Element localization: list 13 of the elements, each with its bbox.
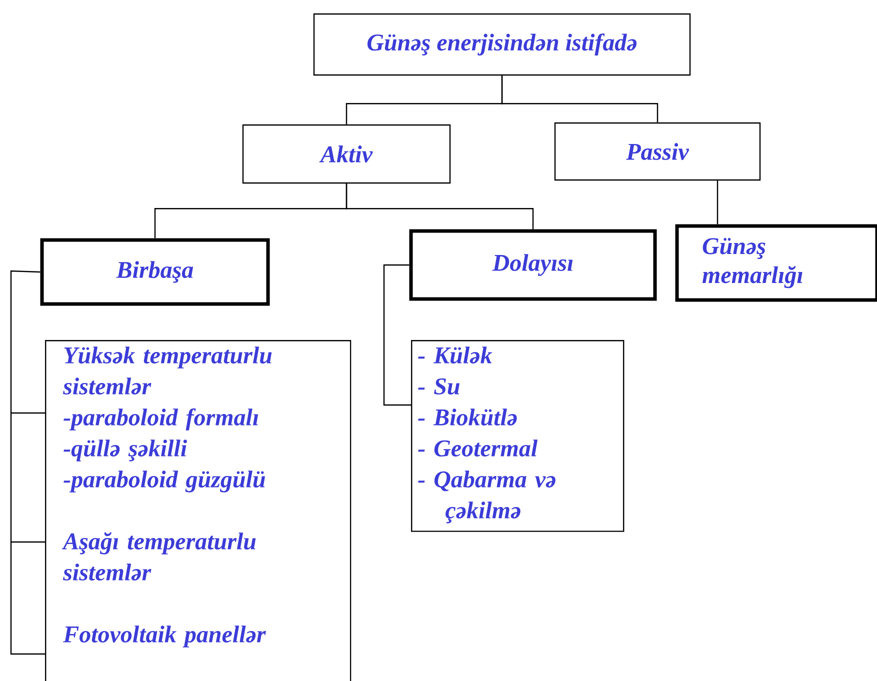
list-box: - Külək - Su - Biokütlə - Geotermal - Qabarma və çəkilmə [411, 340, 624, 532]
connector-line [10, 270, 46, 655]
category-box: Passiv [554, 122, 761, 181]
category-box: Birbaşa [40, 238, 270, 306]
category-box: Günəş memarlığı [675, 224, 877, 302]
list-box: Yüksək temperaturlu sistemlər -paraboloid formalı -qüllə şəkilli -paraboloid güzgülü Aşağı temperaturlu sistemlər Fotovoltaik panellər [45, 340, 352, 681]
category-box: Dolayısı [409, 229, 657, 301]
heading-box: Günəş enerjisindən istifadə [313, 13, 691, 76]
connector-line [346, 184, 534, 230]
connector-line [716, 180, 718, 224]
category-box: Aktiv [242, 124, 451, 184]
connector-line [383, 264, 411, 406]
connector-line [501, 76, 658, 122]
